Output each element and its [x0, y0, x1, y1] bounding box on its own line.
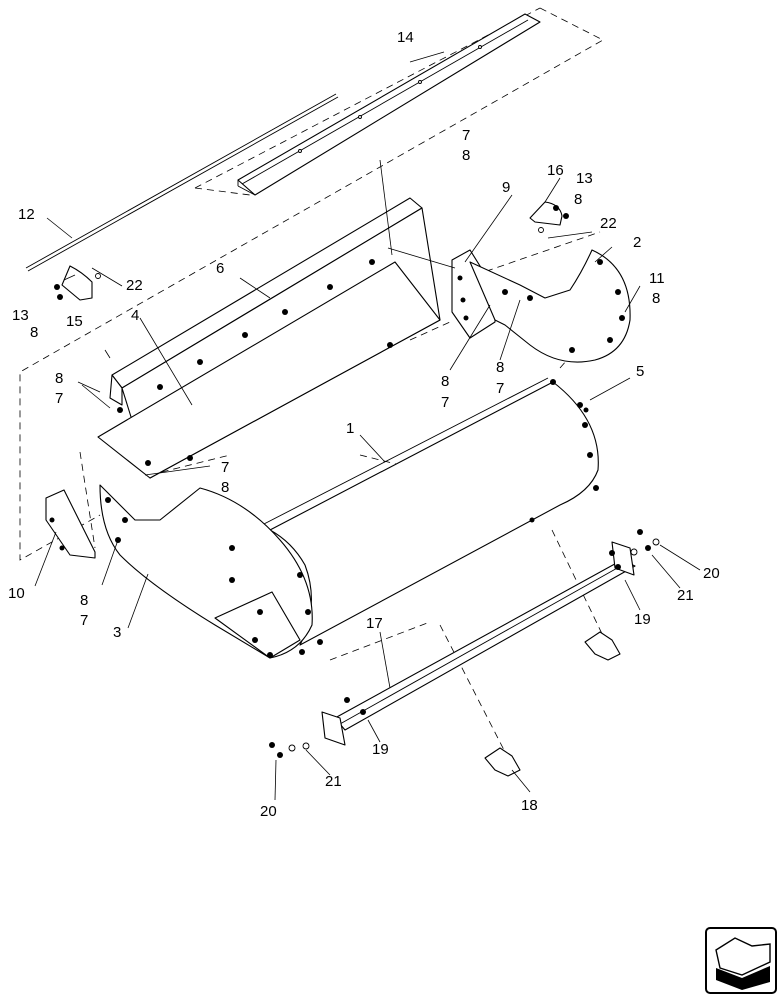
callout-2: 2 — [633, 234, 641, 251]
callout-8-right-lower: 8 — [496, 359, 504, 376]
part-14-strip — [237, 13, 541, 196]
part-18-brackets — [484, 631, 621, 777]
callout-4: 4 — [131, 307, 139, 324]
callout-8-top: 8 — [462, 147, 470, 164]
part-9-bracket — [451, 249, 496, 339]
hardware-fasteners — [269, 407, 660, 758]
callout-labels: 14 12 13 8 15 22 6 4 7 8 9 16 13 8 22 2 … — [8, 29, 720, 820]
callout-8-left-plate: 8 — [221, 479, 229, 496]
callout-7-mid: 7 — [441, 394, 449, 411]
callout-13-right: 13 — [576, 170, 593, 187]
page-navigation-arrow-icon[interactable] — [705, 927, 777, 994]
callout-15: 15 — [66, 313, 83, 330]
callout-5: 5 — [636, 363, 644, 380]
callout-7-left-plate: 7 — [221, 459, 229, 476]
callout-17: 17 — [366, 615, 383, 632]
part-17-rail — [321, 541, 636, 746]
callout-6: 6 — [216, 260, 224, 277]
callout-8-right-plate: 8 — [652, 290, 660, 307]
callout-20-left: 20 — [260, 803, 277, 820]
callout-13-left: 13 — [12, 307, 29, 324]
leader-lines — [34, 51, 701, 801]
callout-7-bottom-left: 7 — [80, 612, 88, 629]
callout-18: 18 — [521, 797, 538, 814]
callout-7-left-panel: 7 — [55, 390, 63, 407]
callout-19-left: 19 — [372, 741, 389, 758]
callout-8-left-clip: 8 — [30, 324, 38, 341]
callout-8-bottom-left: 8 — [80, 592, 88, 609]
callout-20-right: 20 — [703, 565, 720, 582]
part-6-top-panel — [97, 197, 441, 479]
callout-8-clip-right: 8 — [574, 191, 582, 208]
callout-12: 12 — [18, 206, 35, 223]
callout-7-right-lower: 7 — [496, 380, 504, 397]
callout-1: 1 — [346, 420, 354, 437]
callout-22-left: 22 — [126, 277, 143, 294]
part-12-rod — [25, 93, 339, 272]
callout-21-left: 21 — [325, 773, 342, 790]
part-10-bracket — [45, 489, 96, 559]
callout-16: 16 — [547, 162, 564, 179]
callout-11: 11 — [649, 270, 665, 287]
part-3-left-endplate — [99, 484, 323, 659]
callout-3: 3 — [113, 624, 121, 641]
callout-8-left-panel: 8 — [55, 370, 63, 387]
callout-8-mid: 8 — [441, 373, 449, 390]
callout-7-top: 7 — [462, 127, 470, 144]
callout-10: 10 — [8, 585, 25, 602]
callout-14: 14 — [397, 29, 414, 46]
part-16-clip — [529, 201, 569, 233]
callout-19-right: 19 — [634, 611, 651, 628]
part-2-right-endplate — [469, 249, 631, 363]
callout-9: 9 — [502, 179, 510, 196]
part-15-clip — [54, 265, 101, 301]
callout-21-right: 21 — [677, 587, 694, 604]
part-1-trough — [261, 377, 599, 646]
callout-22-right: 22 — [600, 215, 617, 232]
